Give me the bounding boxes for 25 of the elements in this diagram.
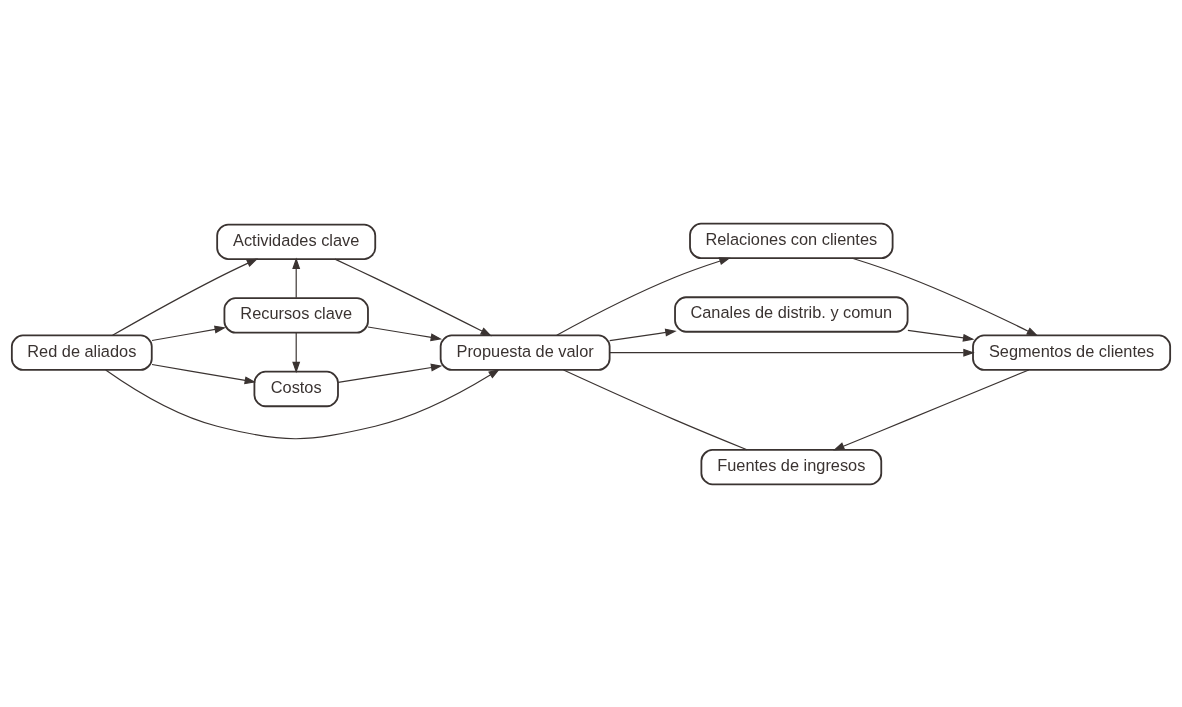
node-box: Actividades clave [216, 223, 377, 260]
arrow [105, 368, 500, 439]
arrow [851, 257, 1039, 336]
node-box: Costos [253, 370, 339, 407]
node-box: Red de aliados [10, 333, 153, 371]
arrow [151, 325, 226, 341]
arrow [556, 256, 731, 336]
node-box: Recursos clave [223, 296, 369, 334]
connector [562, 368, 748, 450]
node-box: Relaciones con clientes [689, 222, 894, 259]
node-box: Fuentes de ingresos [700, 448, 883, 485]
arrow [609, 348, 975, 357]
node-box: Canales de distrib. y comun [674, 295, 909, 333]
arrow [907, 329, 975, 342]
arrow [292, 257, 301, 298]
arrow [367, 325, 443, 341]
arrow [609, 328, 677, 341]
arrow [833, 368, 1030, 450]
node-box: Segmentos de clientes [972, 333, 1172, 371]
arrow [151, 363, 257, 384]
arrow [292, 331, 301, 373]
arrow [111, 257, 259, 336]
arrow [334, 258, 492, 336]
arrow [337, 363, 443, 383]
node-box: Propuesta de valor [439, 333, 611, 371]
